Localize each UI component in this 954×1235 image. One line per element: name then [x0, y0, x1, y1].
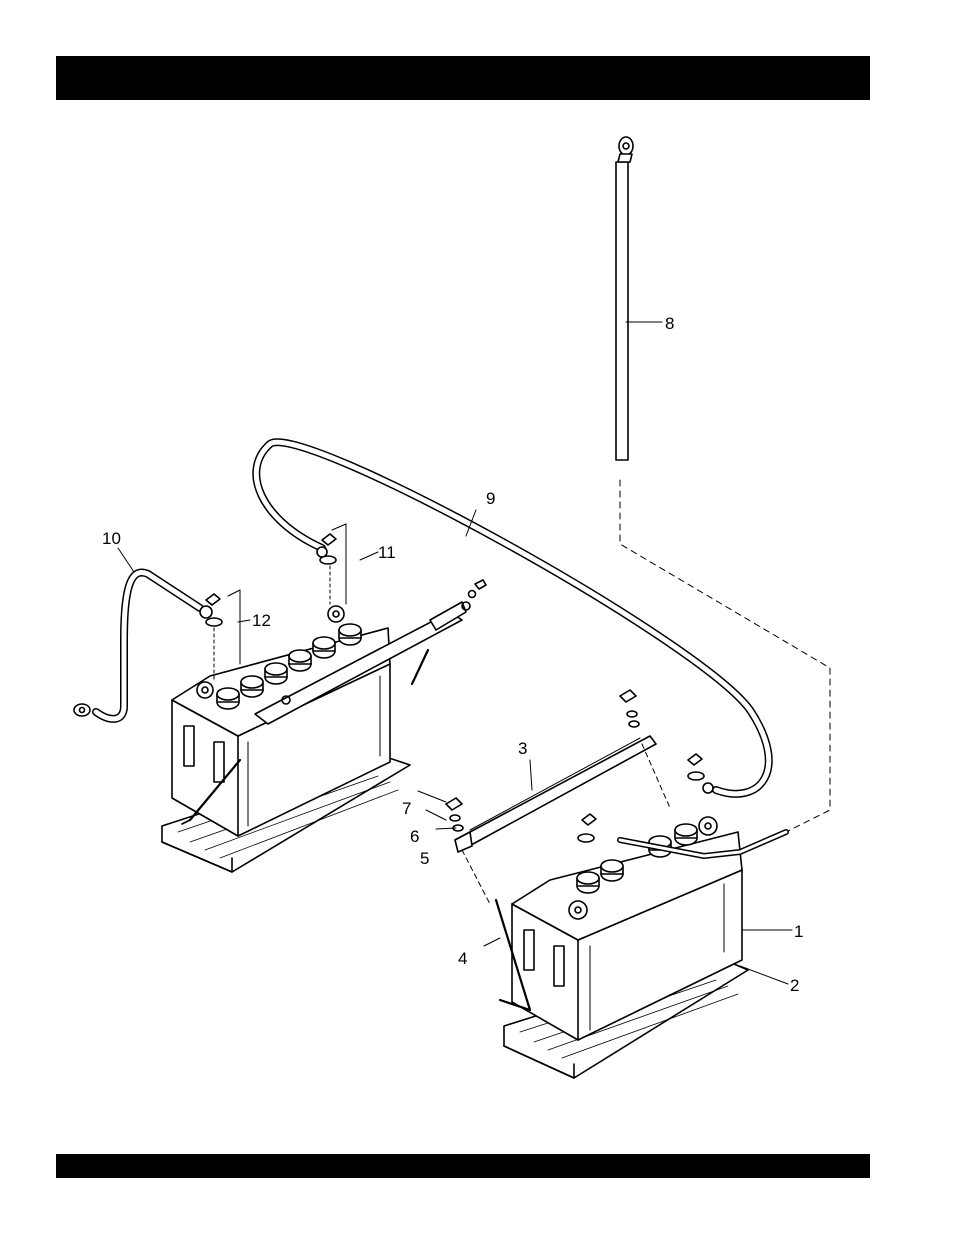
callout-1: 1 — [794, 922, 803, 941]
callout-7: 7 — [402, 799, 411, 818]
callout-3: 3 — [518, 739, 527, 758]
footer-bar — [56, 1154, 870, 1178]
callout-2: 2 — [790, 976, 799, 995]
callout-8: 8 — [665, 314, 674, 333]
callout-11: 11 — [378, 543, 396, 562]
callout-10: 10 — [102, 529, 121, 548]
callout-12: 12 — [252, 611, 271, 630]
callout-6: 6 — [410, 827, 419, 846]
callout-9: 9 — [486, 489, 495, 508]
callout-4: 4 — [458, 949, 467, 968]
callout-5: 5 — [420, 849, 429, 868]
